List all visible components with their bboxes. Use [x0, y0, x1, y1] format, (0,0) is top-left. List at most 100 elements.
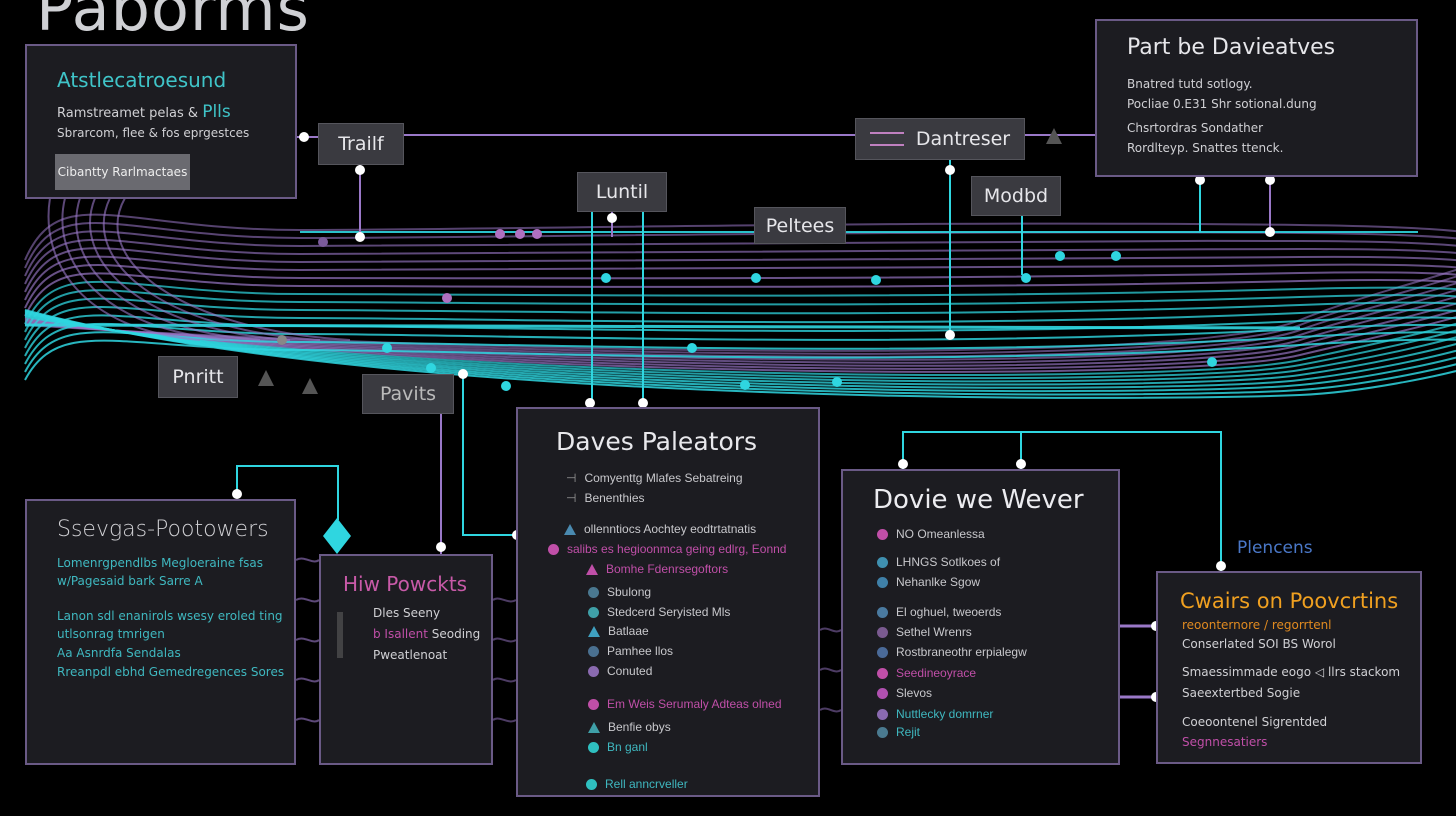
- circle-icon: [588, 698, 599, 710]
- connector-node: [426, 363, 436, 373]
- list-item-text: Em Weis Serumaly Adteas olned: [607, 697, 782, 711]
- text-line: Ramstreamet pelas &: [57, 106, 199, 121]
- circle-icon: [877, 667, 888, 679]
- bracket-icon: ⊣: [566, 491, 577, 505]
- connector-line: [295, 677, 320, 683]
- node-ssevgas-pootowers: Ssevgas-Pootowers Lomenrgpendlbs Megloer…: [25, 499, 296, 765]
- list-item: Seedineoyrace: [877, 666, 976, 680]
- list-item: Batlaae: [588, 624, 649, 638]
- connector-node: [898, 459, 908, 469]
- connector-node: [945, 165, 955, 175]
- connector-node: [458, 369, 468, 379]
- tag-trailf[interactable]: Trailf: [318, 123, 404, 165]
- connector-node: [601, 273, 611, 283]
- plencens-label: Plencens: [1237, 538, 1313, 558]
- tag-pavits[interactable]: Pavits: [362, 374, 454, 414]
- list-item-text: Bomhe Fdenrsegoftors: [606, 562, 729, 576]
- bracket-icon: ⊣: [566, 471, 577, 485]
- list-item-text: Benfie obys: [608, 720, 671, 734]
- flow-line: [24, 310, 1456, 396]
- list-item-text: Conuted: [607, 664, 653, 678]
- tag-label: Dantreser: [915, 128, 1011, 150]
- list-item: ⊣ Benenthies: [566, 491, 645, 505]
- circle-icon: [588, 586, 599, 598]
- stack-icon: [869, 132, 904, 146]
- list-item: Sbulong: [588, 585, 651, 599]
- node-text: Chsrtordras Sondather: [1127, 121, 1264, 135]
- connector-line: [492, 637, 517, 643]
- tag-pnritt[interactable]: Pnritt: [158, 356, 238, 398]
- triangle-icon: [586, 563, 598, 575]
- node-text: w/Pagesaid bark Sarre A: [57, 574, 203, 588]
- tag-luntil[interactable]: Luntil: [577, 172, 667, 212]
- connector-node: [515, 229, 525, 239]
- node-text: Rordlteyp. Snattes ttenck.: [1127, 141, 1284, 155]
- connector-node: [1207, 357, 1217, 367]
- circle-icon: [877, 687, 888, 699]
- node-text: Dles Seeny: [373, 606, 441, 620]
- connector-node: [751, 273, 761, 283]
- flow-line: [24, 289, 1456, 380]
- list-item: Bn ganl: [588, 740, 648, 754]
- node-text: Pocliae 0.E31 Shr sotional.dung: [1127, 97, 1317, 111]
- list-item: Conuted: [588, 664, 652, 678]
- node-part-be-davieatves: Part be Davieatves Bnatred tutd sotlogy.…: [1095, 19, 1418, 177]
- connector-node: [532, 229, 542, 239]
- flow-line: [24, 222, 1456, 355]
- node-title: Daves Paleators: [556, 427, 758, 456]
- triangle-icon: [1046, 128, 1062, 144]
- flow-line: [24, 255, 1456, 367]
- node-text: utlsonrag tmrigen: [57, 627, 165, 641]
- accent-text: b Isallent: [373, 627, 428, 641]
- connector-line: [819, 627, 842, 633]
- connector-line: [492, 677, 517, 683]
- list-item: salibs es hegioonmca geing edlrg, Eonnd: [548, 542, 786, 556]
- node-text: Ramstreamet pelas & Plls: [57, 102, 231, 122]
- tag-modbd[interactable]: Modbd: [971, 176, 1061, 216]
- node-atstlecatroesund: Atstlecatroesund Ramstreamet pelas & Pll…: [25, 44, 297, 199]
- list-item: ⊣Comyenttg Mlafes Sebatreing: [566, 471, 743, 485]
- circle-icon: [877, 726, 888, 738]
- connector-node: [1016, 459, 1026, 469]
- node-text: Smaessimmade eogo ◁ llrs stackom: [1182, 665, 1401, 679]
- list-item-text: Pamhee llos: [607, 644, 674, 658]
- circle-icon: [588, 645, 599, 657]
- node-text: Saeextertbed Sogie: [1182, 686, 1301, 700]
- node-text: Segnnesatiers: [1182, 735, 1268, 749]
- node-hiw-powckts: Hiw Powckts Dles Seeny b Isallent Seodin…: [319, 554, 493, 765]
- rarlmactaes-button[interactable]: Cibantty Rarlmactaes: [55, 154, 190, 190]
- connector-line: [295, 717, 320, 723]
- list-item: ollenntiocs Aochtey eodtrtatnatis: [564, 522, 756, 536]
- node-text: Coeoontenel Sigrentded: [1182, 715, 1328, 729]
- connector-node: [382, 343, 392, 353]
- node-text: Lanon sdl enanirols wsesy eroled ting: [57, 609, 283, 623]
- flow-line: [24, 297, 1456, 383]
- tag-peltees[interactable]: Peltees: [754, 207, 846, 244]
- list-item-text: Slevos: [896, 686, 933, 700]
- connector-node: [436, 542, 446, 552]
- list-item-text: Benenthies: [584, 491, 645, 505]
- circle-icon: [877, 646, 888, 658]
- node-text: Rreanpdl ebhd Gemedregences Sores: [57, 665, 285, 679]
- connector-line: [295, 597, 320, 603]
- circle-icon: [877, 606, 888, 618]
- flow-line: [24, 213, 1456, 352]
- list-item: El oghuel, tweoerds: [877, 605, 1001, 619]
- tag-dantreser[interactable]: Dantreser: [855, 118, 1025, 160]
- connector-node: [501, 381, 511, 391]
- connector-line: [902, 431, 1222, 571]
- circle-icon: [877, 576, 888, 588]
- connector-node: [1265, 175, 1275, 185]
- connector-line: [295, 557, 320, 563]
- page-title: Paborms: [36, 0, 310, 45]
- connector-node: [277, 335, 287, 345]
- connector-node: [318, 237, 328, 247]
- connector-node: [495, 229, 505, 239]
- circle-icon: [586, 778, 597, 790]
- flow-line: [102, 197, 321, 341]
- node-text: b Isallent Seoding: [373, 627, 480, 641]
- triangle-icon: [564, 523, 576, 535]
- list-item-text: NO Omeanlessa: [896, 527, 985, 541]
- node-title: Cwairs on Poovcrtins: [1180, 589, 1399, 613]
